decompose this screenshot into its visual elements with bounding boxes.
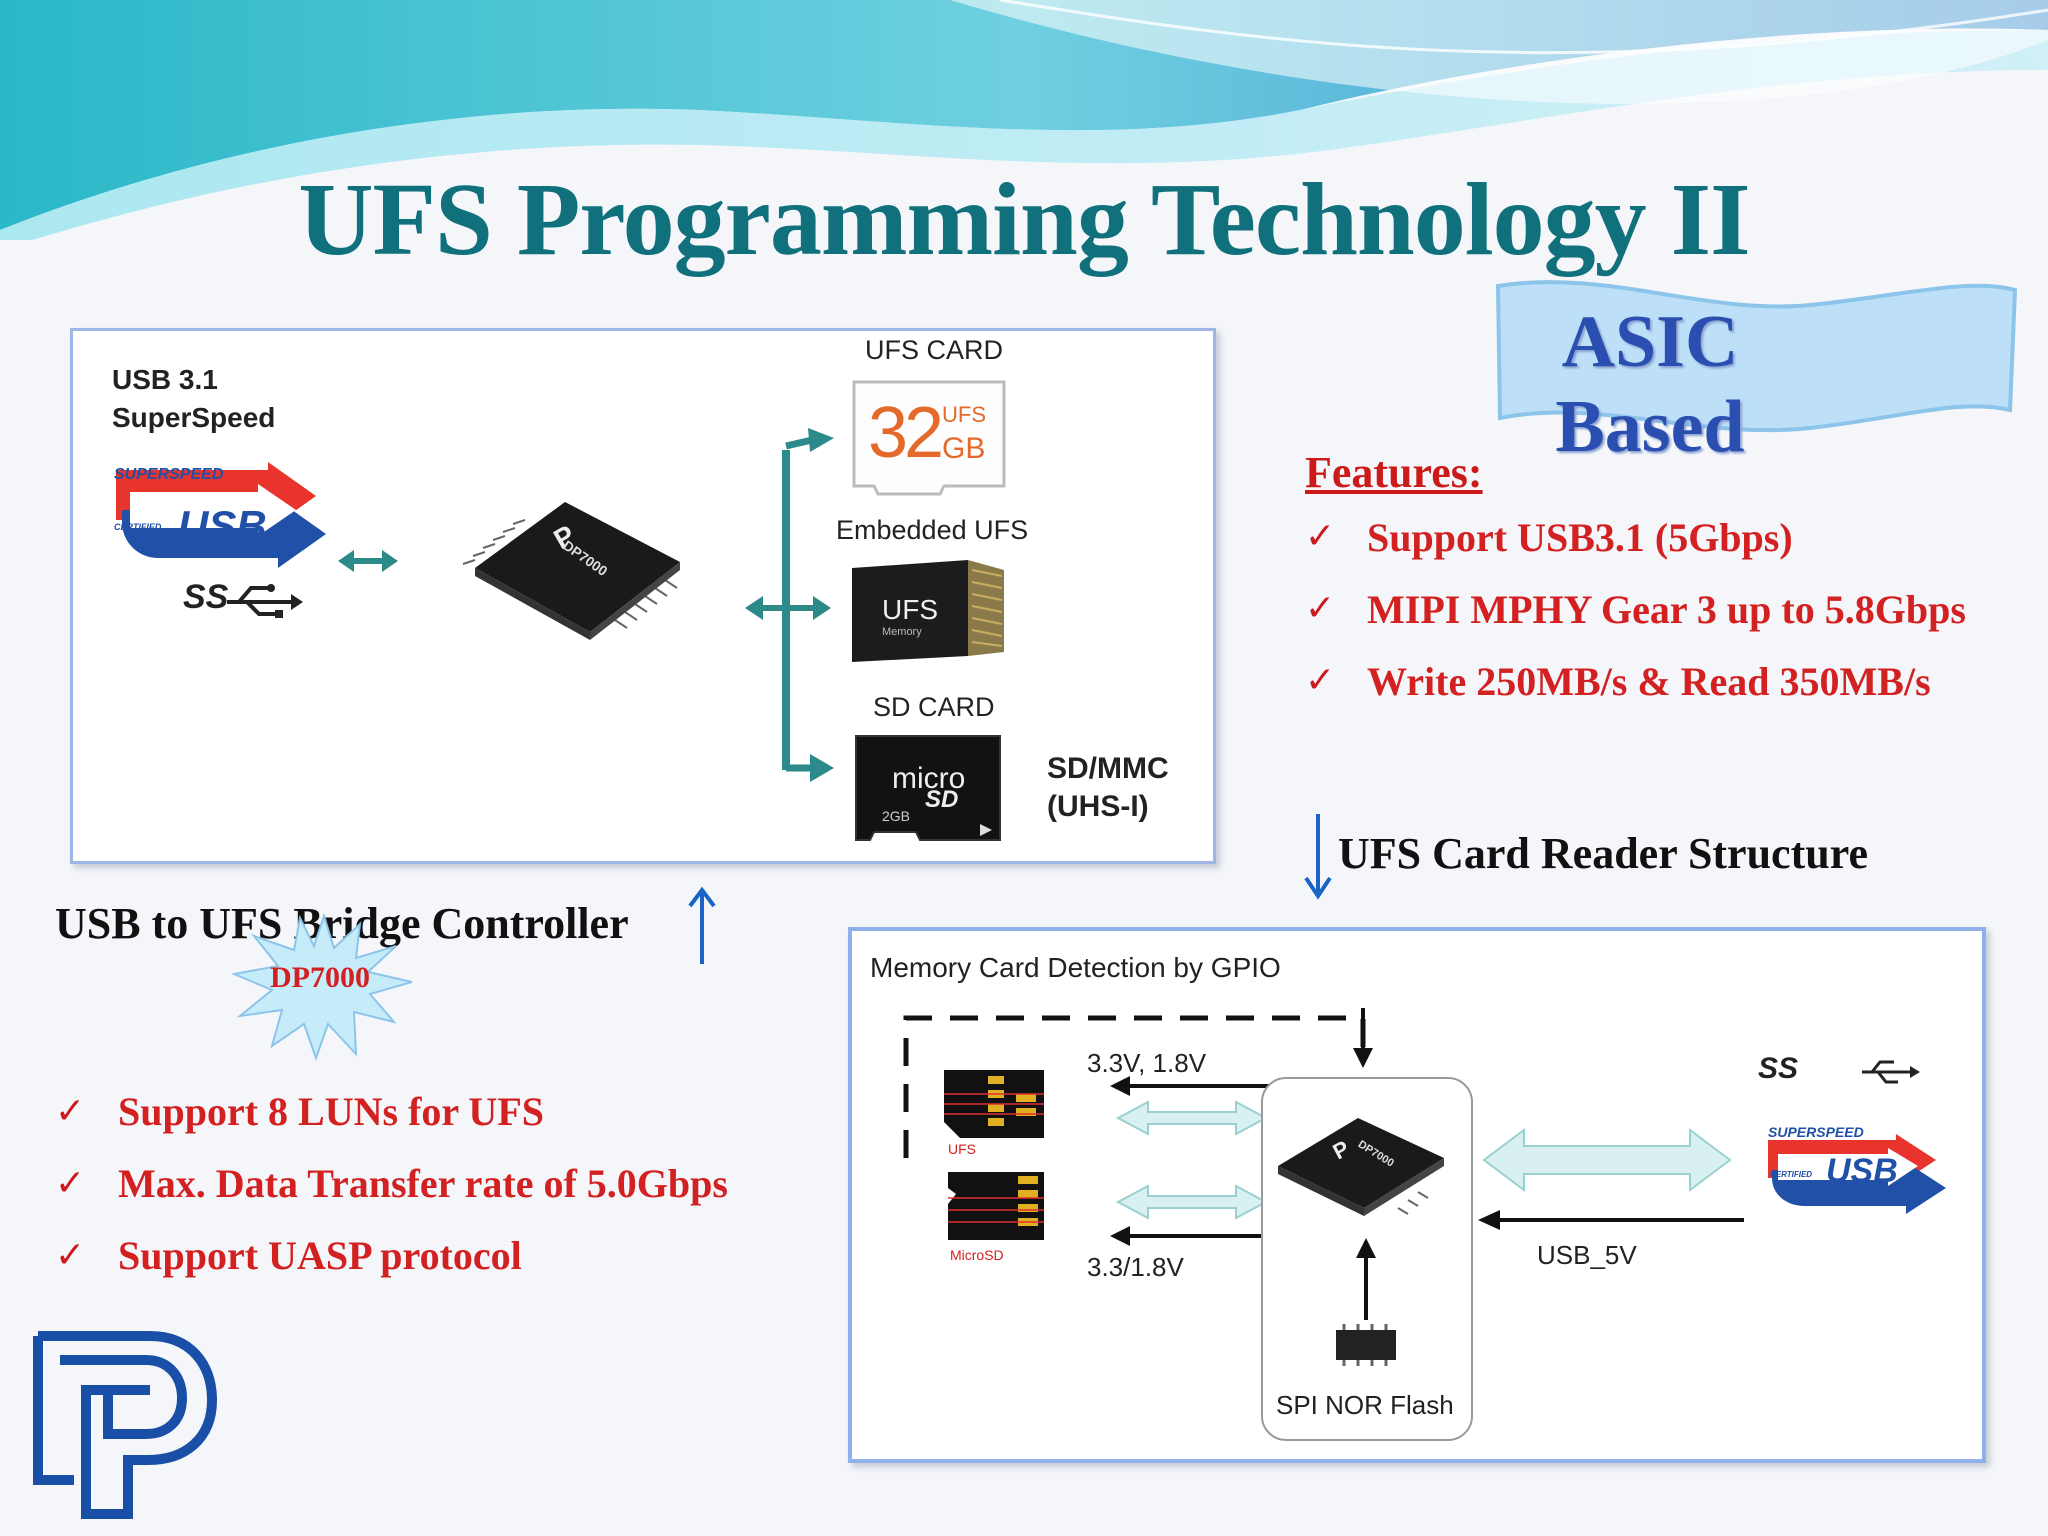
ufs-card-gb: GB [942,432,986,465]
detection-title: Memory Card Detection by GPIO [870,952,1281,983]
reader-ss-text: SS [1758,1052,1799,1085]
microsd-voltage-label: 3.3/1.8V [1087,1252,1184,1282]
bridge-feature-item: Support 8 LUNs for UFS [118,1089,544,1134]
ss-text: SS [183,578,229,616]
reader-superspeed-text: SUPERSPEED [1768,1124,1864,1140]
feature-item: Write 250MB/s & Read 350MB/s [1367,659,1931,704]
sdmmc-label-line1: SD/MMC [1047,752,1169,785]
dp7000-starburst [232,912,413,1062]
usb-label-line1: USB 3.1 [112,364,218,395]
usb-label-line2: SuperSpeed [112,402,276,433]
check-icon: ✓ [55,1091,86,1131]
certified-text: CERTIFIED [114,522,162,532]
microsd-micro-text: micro [892,762,966,795]
features-heading: Features: [1305,448,1483,497]
ufs-card-icon [852,380,1006,496]
embedded-ufs-chip-icon [852,560,1004,662]
spi-nor-flash-label: SPI NOR Flash [1276,1390,1454,1420]
check-icon: ✓ [1305,516,1336,556]
dp7000-badge: DP7000 [270,961,370,994]
feature-item: Support USB3.1 (5Gbps) [1367,515,1793,560]
check-icon: ✓ [55,1163,86,1203]
feature-item: MIPI MPHY Gear 3 up to 5.8Gbps [1367,587,1966,632]
usb-chip-double-arrow-icon [338,550,398,572]
header-wave-decoration [0,0,2048,240]
microsd-card-icon [855,735,1001,841]
embedded-ufs-label: Embedded UFS [836,515,1029,545]
ufs-card-brand: UFS [942,402,986,427]
reader-structure-title: UFS Card Reader Structure [1338,829,1868,878]
microsd-slot-label: MicroSD [950,1247,1004,1263]
slide-title: UFS Programming Technology II [298,162,1750,277]
reader-structure-lines: P [903,1008,1946,1441]
dp7000-chip-icon: P [462,502,680,640]
sdmmc-label-line2: (UHS-I) [1047,790,1149,823]
usb-trident-icon [227,584,303,618]
check-icon: ✓ [1305,660,1336,700]
ufs-card-label: UFS CARD [865,335,1004,365]
bus-branch-arrows [782,428,834,782]
usb-superspeed-logo [116,462,326,568]
microsd-sd-logo: SD [925,786,959,813]
asic-badge-ribbon [1495,280,2018,433]
bridge-feature-item: Max. Data Transfer rate of 5.0Gbps [118,1161,728,1206]
up-arrow-icon [688,886,716,964]
superspeed-text: SUPERSPEED [114,466,224,483]
down-arrow-icon [1304,814,1332,900]
reader-certified-text: CERTIFIED [1770,1170,1813,1179]
check-icon: ✓ [1305,588,1336,628]
usb-text: USB [178,502,267,549]
ufs-card-capacity: 32 [868,393,944,473]
ufs-slot-label: UFS [948,1141,976,1157]
asic-badge: ASIC Based [1555,301,1745,468]
microsd-capacity: 2GB [882,808,911,824]
embedded-ufs-chip-label: UFS [882,594,938,625]
usb-5v-label: USB_5V [1537,1240,1637,1270]
embedded-ufs-chip-sublabel: Memory [882,626,922,638]
check-icon: ✓ [55,1235,86,1275]
company-logo [33,1331,218,1519]
reader-usb-text: USB [1826,1152,1898,1190]
ufs-voltage-label: 3.3V, 1.8V [1087,1048,1207,1078]
sd-card-label: SD CARD [873,692,995,722]
bridge-feature-item: Support UASP protocol [118,1233,522,1278]
